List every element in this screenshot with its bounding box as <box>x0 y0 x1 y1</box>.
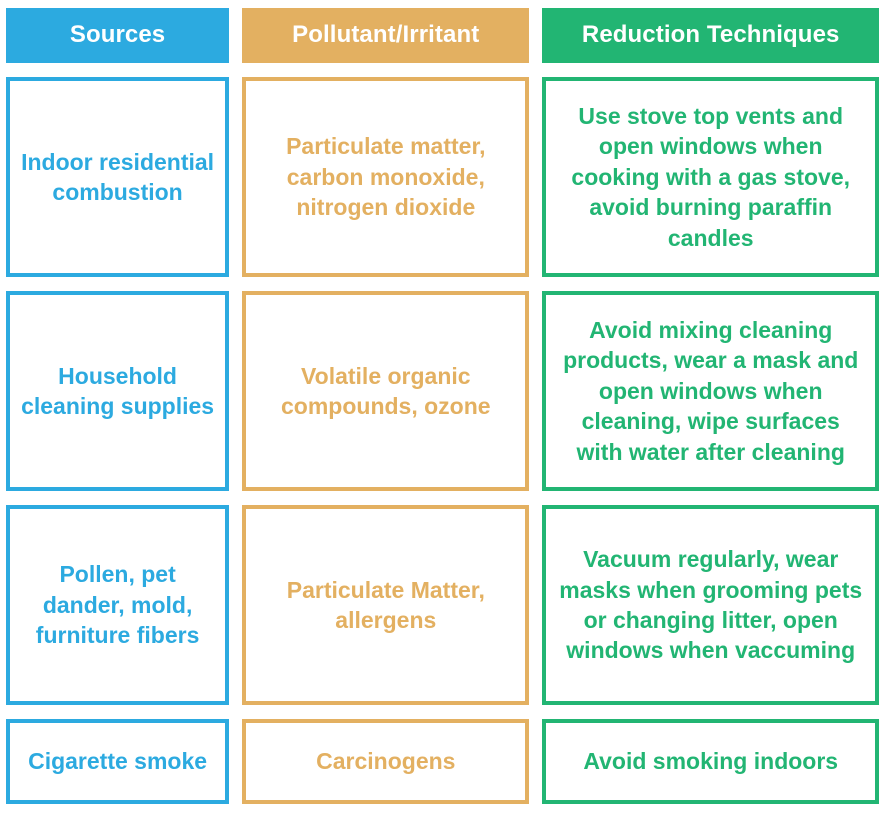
cell-text: Pollen, pet dander, mold, furniture fibe… <box>35 561 200 649</box>
cell-pollutant: Carcinogens <box>242 719 530 804</box>
cell-reduction: Avoid mixing cleaning products, wear a m… <box>542 291 879 491</box>
cell-text: Avoid mixing cleaning products, wear a m… <box>563 317 859 465</box>
cell-text: Household cleaning supplies <box>21 362 215 419</box>
column-header-pollutant-irritant: Pollutant/Irritant <box>242 8 530 63</box>
cell-sources: Household cleaning supplies <box>6 291 230 491</box>
table-header-row: Sources Pollutant/Irritant Reduction Tec… <box>6 8 879 63</box>
column-header-sources: Sources <box>6 8 230 63</box>
cell-text: Use stove top vents and open windows whe… <box>571 103 851 251</box>
column-header-reduction-techniques: Reduction Techniques <box>542 8 879 63</box>
table-row: Indoor residential combustion Particulat… <box>6 77 879 277</box>
cell-text: Carcinogens <box>316 748 456 775</box>
cell-reduction: Avoid smoking indoors <box>542 719 879 804</box>
cell-reduction: Use stove top vents and open windows whe… <box>542 77 879 277</box>
cell-text: Particulate Matter, allergens <box>286 576 485 633</box>
cell-pollutant: Volatile organic compounds, ozone <box>242 291 530 491</box>
cell-text: Indoor residential combustion <box>21 148 215 205</box>
cell-text: Cigarette smoke <box>28 748 208 775</box>
cell-pollutant: Particulate Matter, allergens <box>242 505 530 705</box>
cell-text: Vacuum regularly, wear masks when groomi… <box>559 546 863 664</box>
cell-text: Volatile organic compounds, ozone <box>281 362 491 419</box>
table-row: Cigarette smoke Carcinogens Avoid smokin… <box>6 719 879 804</box>
cell-pollutant: Particulate matter, carbon monoxide, nit… <box>242 77 530 277</box>
cell-text: Avoid smoking indoors <box>583 748 839 775</box>
cell-reduction: Vacuum regularly, wear masks when groomi… <box>542 505 879 705</box>
cell-text: Particulate matter, carbon monoxide, nit… <box>286 133 486 221</box>
cell-sources: Indoor residential combustion <box>6 77 230 277</box>
table-row: Household cleaning supplies Volatile org… <box>6 291 879 491</box>
cell-sources: Cigarette smoke <box>6 719 230 804</box>
table-row: Pollen, pet dander, mold, furniture fibe… <box>6 505 879 705</box>
cell-sources: Pollen, pet dander, mold, furniture fibe… <box>6 505 230 705</box>
